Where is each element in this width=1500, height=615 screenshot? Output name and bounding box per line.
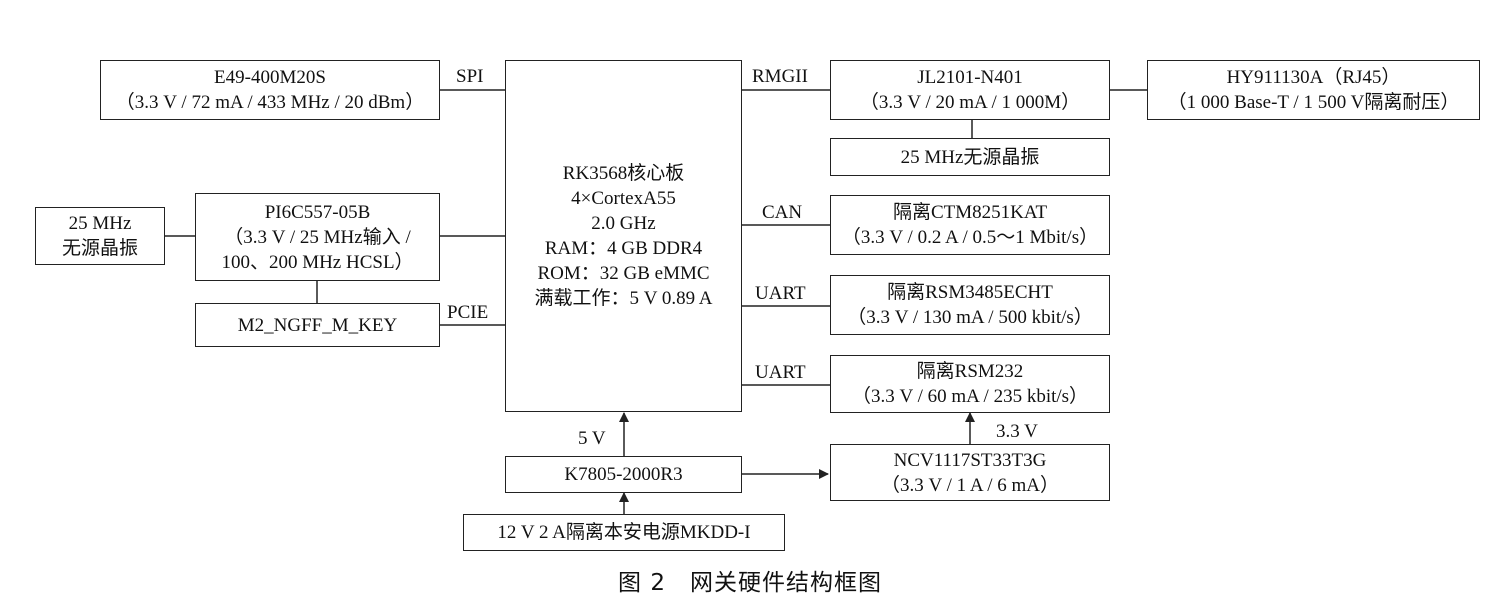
5v-label: 5 V xyxy=(578,428,606,449)
rk3568-core-board-block: RK3568核心板 4×CortexA55 2.0 GHz RAM：4 GB D… xyxy=(505,60,742,412)
rmgii-label: RMGII xyxy=(752,66,808,87)
pi6c557-specs-2: 100、200 MHz HCSL） xyxy=(221,251,414,273)
rsm3485echt-block: 隔离RSM3485ECHT （3.3 V / 130 mA / 500 kbit… xyxy=(830,275,1110,335)
pcie-label: PCIE xyxy=(447,302,489,323)
core-line-5: ROM：32 GB eMMC xyxy=(537,263,710,284)
hy911130a-specs: （1 000 Base-T / 1 500 V隔离耐压） xyxy=(1167,92,1460,113)
figure-caption: 图 2 网关硬件结构框图 xyxy=(618,570,882,596)
spi-label: SPI xyxy=(456,66,484,87)
pi6c557-title: PI6C557-05B xyxy=(264,201,371,223)
ncv1117-regulator-block: NCV1117ST33T3G （3.3 V / 1 A / 6 mA） xyxy=(830,444,1110,501)
rsm3485-specs: （3.3 V / 130 mA / 500 kbit/s） xyxy=(847,307,1093,328)
core-line-3: 2.0 GHz xyxy=(591,213,656,234)
power-supply-label: 12 V 2 A隔离本安电源MKDD-I xyxy=(497,522,751,543)
k7805-label: K7805-2000R3 xyxy=(564,464,683,485)
jl2101-specs: （3.3 V / 20 mA / 1 000M） xyxy=(859,92,1081,113)
jl2101-title: JL2101-N401 xyxy=(917,67,1023,88)
rsm232-title: 隔离RSM232 xyxy=(916,361,1024,382)
core-line-1: RK3568核心板 xyxy=(562,163,685,184)
core-line-6: 满载工作：5 V 0.89 A xyxy=(534,288,713,309)
pi6c557-clock-block: PI6C557-05B （3.3 V / 25 MHz输入 / 100、200 … xyxy=(195,193,440,281)
oscillator-right-label: 25 MHz无源晶振 xyxy=(900,146,1040,168)
e49-400m20s-block: E49-400M20S （3.3 V / 72 mA / 433 MHz / 2… xyxy=(100,60,440,120)
ctm8251-specs: （3.3 V / 0.2 A / 0.5～1 Mbit/s） xyxy=(841,227,1099,248)
e49-title: E49-400M20S xyxy=(214,67,326,88)
core-line-2: 4×CortexA55 xyxy=(571,188,676,209)
rsm232-specs: （3.3 V / 60 mA / 235 kbit/s） xyxy=(851,386,1089,407)
can-label: CAN xyxy=(762,202,803,223)
uart-label-1: UART xyxy=(755,283,806,304)
k7805-regulator-block: K7805-2000R3 xyxy=(505,456,742,493)
e49-specs: （3.3 V / 72 mA / 433 MHz / 20 dBm） xyxy=(115,92,425,113)
pi6c557-specs-1: （3.3 V / 25 MHz输入 / xyxy=(224,226,411,248)
hy911130a-title: HY911130A（RJ45） xyxy=(1226,67,1401,88)
ncv1117-title: NCV1117ST33T3G xyxy=(893,449,1047,471)
rsm232-block: 隔离RSM232 （3.3 V / 60 mA / 235 kbit/s） xyxy=(830,355,1110,413)
jl2101-n401-block: JL2101-N401 （3.3 V / 20 mA / 1 000M） xyxy=(830,60,1110,120)
oscillator-left-desc: 无源晶振 xyxy=(61,238,138,259)
m2-ngff-block: M2_NGFF_M_KEY xyxy=(195,303,440,347)
rsm3485-title: 隔离RSM3485ECHT xyxy=(887,282,1053,303)
oscillator-left-freq: 25 MHz xyxy=(68,213,132,234)
core-line-4: RAM：4 GB DDR4 xyxy=(544,238,703,259)
uart-label-2: UART xyxy=(755,362,806,383)
oscillator-right-block: 25 MHz无源晶振 xyxy=(830,138,1110,176)
m2-label: M2_NGFF_M_KEY xyxy=(237,314,398,336)
33v-label: 3.3 V xyxy=(996,421,1038,442)
ncv1117-specs: （3.3 V / 1 A / 6 mA） xyxy=(880,474,1060,496)
ctm8251-title: 隔离CTM8251KAT xyxy=(892,202,1048,223)
oscillator-left-block: 25 MHz 无源晶振 xyxy=(35,207,165,265)
ctm8251kat-block: 隔离CTM8251KAT （3.3 V / 0.2 A / 0.5～1 Mbit… xyxy=(830,195,1110,255)
hy911130a-rj45-block: HY911130A（RJ45） （1 000 Base-T / 1 500 V隔… xyxy=(1147,60,1480,120)
power-supply-block: 12 V 2 A隔离本安电源MKDD-I xyxy=(463,514,785,551)
